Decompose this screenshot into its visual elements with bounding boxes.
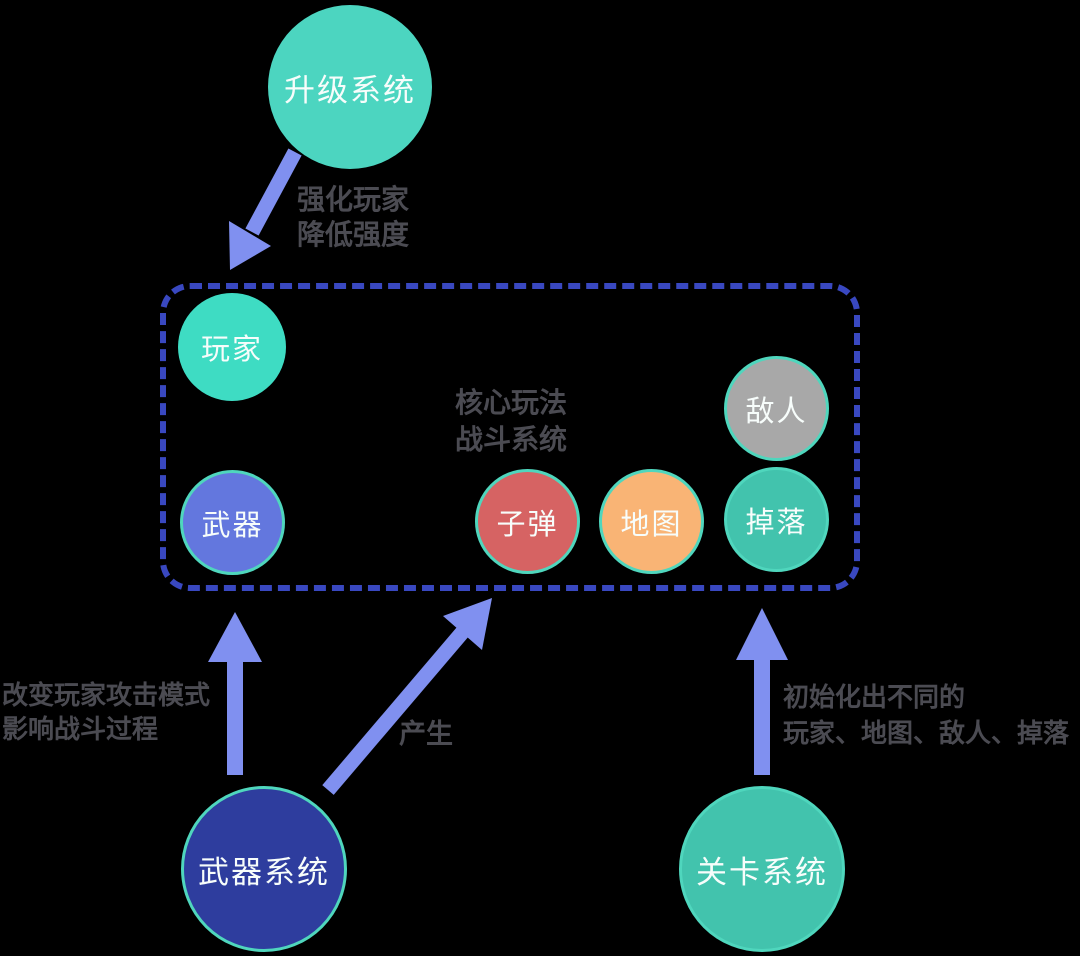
core-box-title-line2: 战斗系统 xyxy=(455,423,568,456)
weapon-effect-line2: 影响战斗过程 xyxy=(2,715,159,745)
level-effect-label: 初始化出不同的 玩家、地图、敌人、掉落 xyxy=(783,680,1069,752)
core-box-title-line1: 核心玩法 xyxy=(455,386,568,419)
node-map: 地图 xyxy=(599,469,704,574)
level-system-to-core-arrow-icon xyxy=(736,608,788,775)
node-weapon-label: 武器 xyxy=(201,507,264,542)
node-player-label: 玩家 xyxy=(200,332,263,366)
weapon-effect-label: 改变玩家攻击模式 影响战斗过程 xyxy=(2,679,210,747)
upgrade-effect-line2: 降低强度 xyxy=(297,218,410,251)
node-weapon-system-label: 武器系统 xyxy=(198,854,330,891)
node-upgrade-system-label: 升级系统 xyxy=(284,72,416,109)
level-effect-line1: 初始化出不同的 xyxy=(783,683,966,713)
upgrade-effect-line1: 强化玩家 xyxy=(297,183,410,216)
core-box-title: 核心玩法 战斗系统 xyxy=(455,384,567,458)
node-weapon-system: 武器系统 xyxy=(181,786,347,952)
upgrade-to-core-arrow-icon xyxy=(229,148,302,270)
core-gameplay-box xyxy=(160,283,860,591)
weapon-effect-line1: 改变玩家攻击模式 xyxy=(2,681,211,711)
node-drop: 掉落 xyxy=(724,467,829,572)
node-bullet-label: 子弹 xyxy=(496,506,559,541)
node-bullet: 子弹 xyxy=(475,469,580,574)
node-drop-label: 掉落 xyxy=(745,504,808,539)
weapon-system-to-core-arrow-icon xyxy=(208,612,262,775)
weapon-system-produce-arrow-icon xyxy=(322,598,492,795)
node-player: 玩家 xyxy=(178,293,286,401)
node-upgrade-system: 升级系统 xyxy=(268,5,432,169)
node-level-system-label: 关卡系统 xyxy=(696,854,828,891)
node-weapon: 武器 xyxy=(180,470,285,575)
upgrade-effect-label: 强化玩家 降低强度 xyxy=(297,182,409,252)
node-enemy-label: 敌人 xyxy=(745,393,808,428)
node-map-label: 地图 xyxy=(620,506,683,541)
level-effect-line2: 玩家、地图、敌人、掉落 xyxy=(783,719,1070,749)
node-enemy: 敌人 xyxy=(724,356,829,461)
produce-label: 产生 xyxy=(399,719,453,750)
node-level-system: 关卡系统 xyxy=(679,786,845,952)
